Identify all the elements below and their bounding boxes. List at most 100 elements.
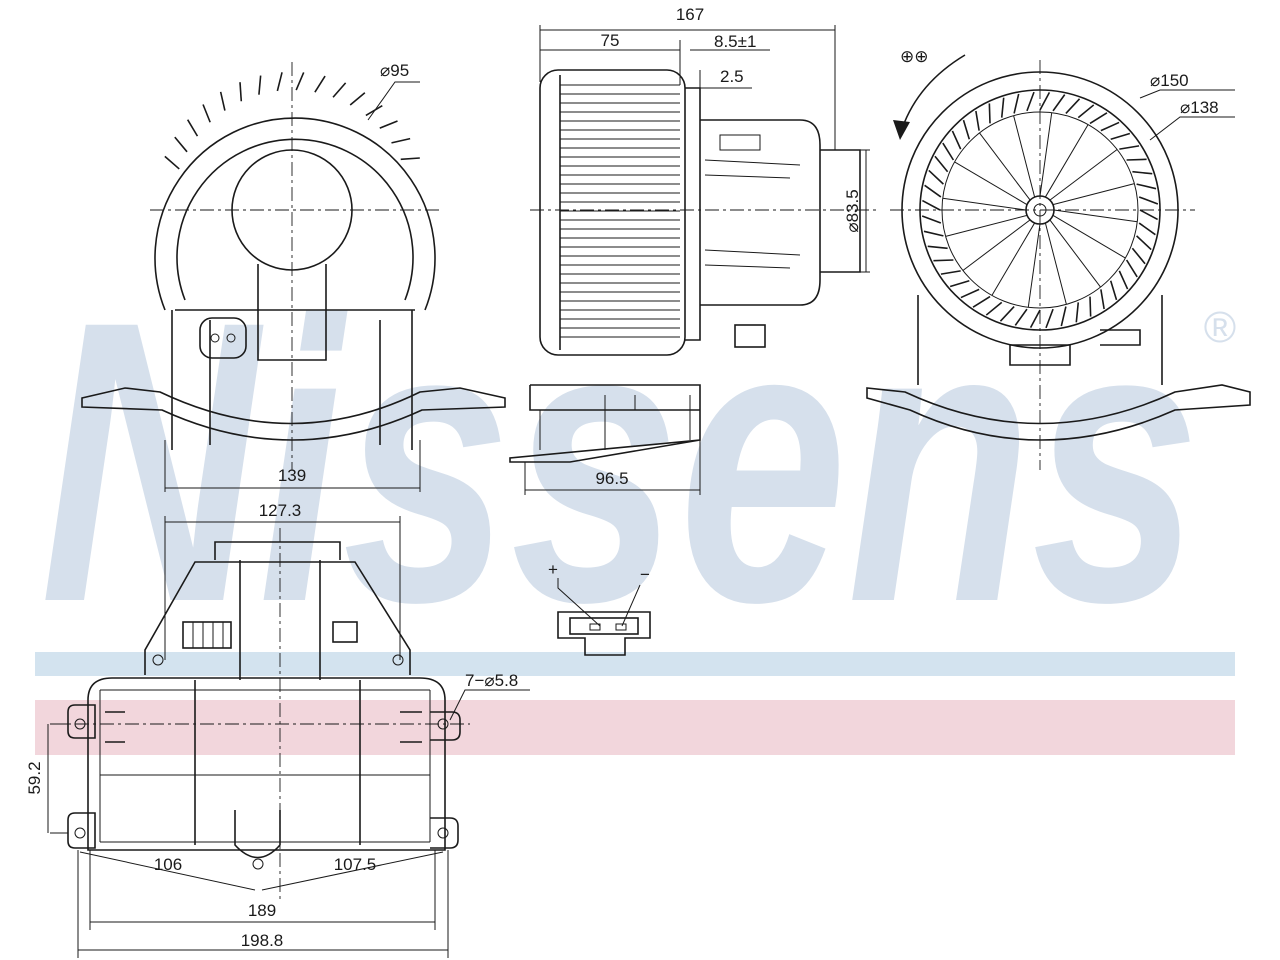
dim-75 [540,40,770,85]
rear-connector [1009,329,1141,366]
label-dia-95: ⌀95 [380,61,409,80]
dim-198-8 [77,850,449,958]
fan-blade [1110,132,1131,141]
flange-ribs [539,395,691,450]
body-sides [171,310,413,450]
fan-blade [1013,93,1020,114]
fan-blade [1118,270,1129,290]
label-dia-150: ⌀150 [1150,71,1189,90]
fan-tooth [314,75,326,93]
rear-view: ⊕⊕ ⌀150 ⌀138 [866,47,1251,470]
registered-mark: ® [1204,303,1236,352]
dim-96-5 [524,440,701,495]
side-flange [509,384,701,463]
outer-housing [154,117,436,311]
fan-blade [1060,306,1067,327]
red-stripe [35,700,1235,755]
fan-blade [1026,91,1035,112]
side-view: 167 75 8.5±1 2.5 ⌀83.5 96.5 [509,5,880,495]
hole [437,827,449,839]
fan-tooth [239,82,243,102]
fan-spoke [1013,115,1036,198]
fan-blade [1089,296,1092,317]
bottom-centerlines [50,528,470,900]
label-75: 75 [601,31,620,50]
fan-tooth [379,120,398,129]
fan-tooth [258,75,262,95]
fan-blade [1109,280,1118,301]
label-2-5: 2.5 [720,67,744,86]
label-167: 167 [676,5,704,24]
right-ears [430,711,461,849]
fan-blade [962,119,971,140]
fan-blade [933,259,954,262]
fan-blade [1136,235,1152,251]
fan-spoke [1052,214,1126,259]
fan-tooth [295,72,305,91]
fan-spoke [962,219,1031,271]
top-block [214,541,341,560]
label-59-2: 59.2 [25,761,44,794]
center-column [239,560,321,680]
mount-hole [152,654,164,666]
fan-blade [1045,308,1054,329]
label-139: 139 [278,466,306,485]
fan-blade [923,230,944,237]
leader-holes [449,689,530,721]
teeth [192,622,224,648]
leader-95 [367,81,420,121]
dim-167 [539,25,836,150]
connector-pin [615,623,627,631]
leader-138 [1149,116,1235,141]
rear-centerlines [890,60,1195,470]
fan-blade [1125,259,1138,278]
connector-outline [557,611,651,656]
fan-blade [1065,98,1081,114]
fan-blade [985,301,1003,316]
body-ribs [209,320,381,445]
fan-blade [934,155,949,173]
fan-tooth [332,82,347,98]
fan-tooth [365,104,383,117]
fan-blade [1000,97,1005,118]
fan-blade [1077,104,1095,119]
fan-blade [1089,112,1108,125]
fan-tooth [219,91,226,111]
connector-pin [589,623,601,631]
fan-blade [928,169,944,185]
inner-housing [176,138,414,301]
fan-spoke [979,132,1031,201]
fan-tooth [186,119,199,137]
connector-symbol: + − [548,560,651,656]
fan-blade [1132,170,1153,175]
fan-blade [1131,247,1146,265]
label-96-5: 96.5 [595,469,628,488]
rotation-arrowhead [893,120,910,140]
fan-wheel-side [539,69,686,356]
label-8-5: 8.5±1 [714,32,756,51]
fan-spokes [942,112,1138,308]
fan-blade [1136,183,1157,190]
hole [252,858,264,870]
fan-tooth [400,157,420,161]
fan-tooth [174,136,188,153]
fan-blade [1138,196,1159,205]
mounting-flange [81,387,506,441]
rear-flange [866,384,1251,441]
fan-spoke [1027,223,1041,308]
dim-83-5 [835,149,870,273]
fan-blade [942,142,955,161]
fan-spoke [1049,149,1118,201]
fan-tooth [391,137,411,144]
connector-pin [210,333,220,343]
minus-sign: − [640,565,650,584]
drain-tab [234,810,281,859]
pin-leaders [557,578,641,627]
front-view: 139 ⌀95 [81,61,506,492]
hub-plate [685,87,701,341]
dim-139 [164,440,421,492]
watermark: Nissens ® [35,238,1236,755]
fan-blades [559,75,680,350]
